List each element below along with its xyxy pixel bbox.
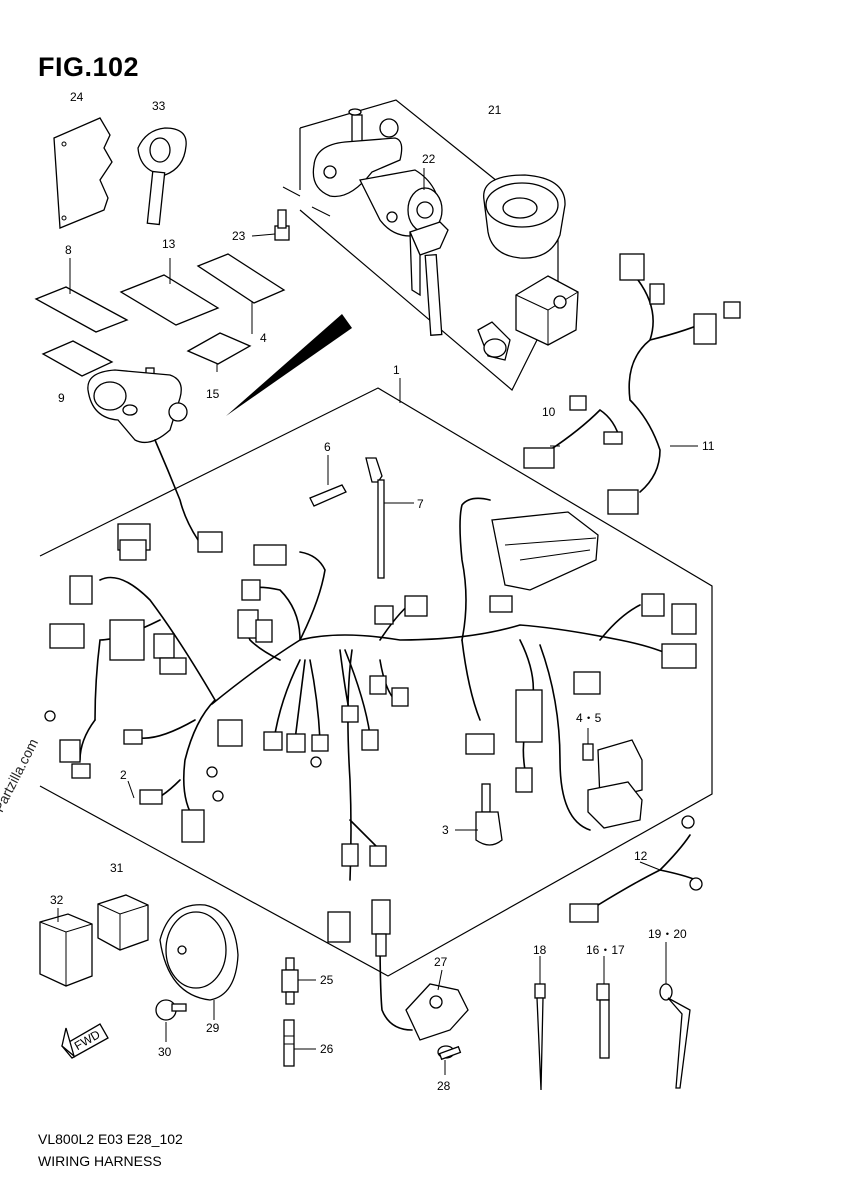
callout-19-20: 19・20 <box>648 927 687 941</box>
lock-cylinder <box>477 321 511 361</box>
callout-2: 2 <box>120 768 127 782</box>
callout-28: 28 <box>437 1079 451 1093</box>
bolt-28 <box>437 1045 462 1061</box>
tie-7 <box>365 457 385 579</box>
leader-lines <box>57 168 698 1075</box>
callout-1: 1 <box>393 363 400 377</box>
callout-29: 29 <box>206 1021 220 1035</box>
callout-7: 7 <box>417 497 424 511</box>
callout-33: 33 <box>152 99 166 113</box>
callout-8: 8 <box>65 243 72 257</box>
callout-24: 24 <box>70 90 84 104</box>
relay-31 <box>97 894 149 951</box>
fuse-box <box>582 739 643 829</box>
sub-harness-10 <box>523 395 623 469</box>
cable-tie-18 <box>534 983 546 1091</box>
labels-group <box>34 253 286 377</box>
callout-27: 27 <box>434 955 448 969</box>
seat-lock <box>87 367 223 553</box>
callout-9: 9 <box>58 391 65 405</box>
callout-23: 23 <box>232 229 246 243</box>
callout-numbers: 24 33 21 22 23 8 13 4 9 15 1 10 11 6 7 4… <box>50 90 715 1093</box>
callout-16-17: 16・17 <box>586 943 625 957</box>
sensor-3 <box>475 783 503 846</box>
sub-harness-12 <box>569 815 703 923</box>
callout-11: 11 <box>702 439 715 453</box>
callout-21: 21 <box>488 103 502 117</box>
figure-title: FIG.102 <box>38 52 140 82</box>
cable-tie-19-20 <box>659 983 691 1089</box>
bolt-23 <box>274 209 290 241</box>
switch-cover <box>515 275 579 346</box>
callout-13: 13 <box>162 237 176 251</box>
key <box>137 127 187 226</box>
bracket-27 <box>405 983 469 1041</box>
ecm-block <box>491 511 599 591</box>
callout-12: 12 <box>634 849 648 863</box>
callout-32: 32 <box>50 893 64 907</box>
ignition-switch <box>312 108 449 336</box>
seal-plate <box>53 117 113 229</box>
cable-tie-16-17 <box>596 983 610 1059</box>
figure-name: WIRING HARNESS <box>38 1153 162 1169</box>
harness-wires <box>79 497 681 1031</box>
callout-10: 10 <box>542 405 556 419</box>
harness-connectors <box>44 523 697 957</box>
callout-6: 6 <box>324 440 331 454</box>
clamp-6 <box>309 484 347 507</box>
switch-26 <box>283 1019 295 1067</box>
figure-code: VL800L2 E03 E28_102 <box>38 1131 183 1147</box>
bolt-30 <box>155 999 187 1021</box>
direction-wedge <box>226 314 352 416</box>
callout-15: 15 <box>206 387 220 401</box>
callout-4-5: 4・5 <box>576 711 602 725</box>
relay-32 <box>39 913 93 987</box>
horn-29 <box>159 904 239 1001</box>
lock-cap <box>483 174 566 259</box>
figure-footer: VL800L2 E03 E28_102 WIRING HARNESS <box>38 1128 183 1172</box>
sub-harness-11 <box>607 253 741 515</box>
harness-frame <box>39 378 713 977</box>
callout-31: 31 <box>110 861 124 875</box>
callout-25: 25 <box>320 973 334 987</box>
callout-18: 18 <box>533 943 547 957</box>
callout-4: 4 <box>260 331 267 345</box>
front-arrow: FWD <box>61 1023 109 1059</box>
callout-30: 30 <box>158 1045 172 1059</box>
callout-3: 3 <box>442 823 449 837</box>
callout-26: 26 <box>320 1042 334 1056</box>
ignition-set-box <box>282 99 559 391</box>
callout-22: 22 <box>422 152 436 166</box>
switch-25 <box>281 957 299 1005</box>
